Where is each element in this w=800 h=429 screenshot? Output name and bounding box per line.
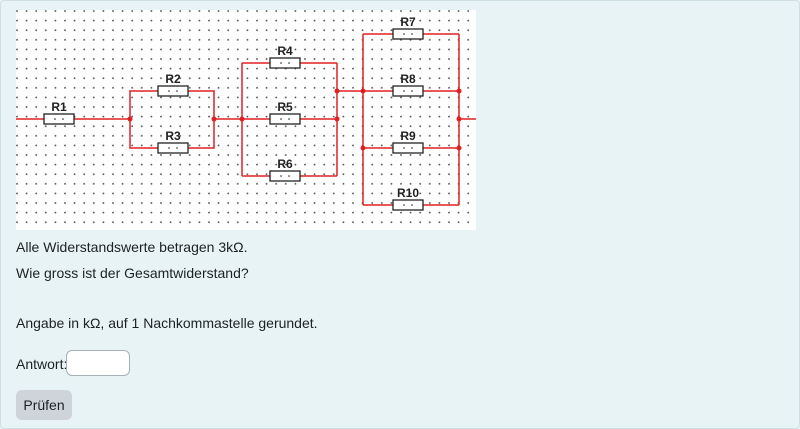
resistor-dot xyxy=(280,175,282,177)
resistor-dot xyxy=(411,204,413,206)
junction-node xyxy=(334,88,340,94)
resistor-r1: R1 xyxy=(43,100,75,125)
resistor-r8: R8 xyxy=(392,72,424,97)
junction-node xyxy=(456,116,462,122)
resistor-body xyxy=(392,28,424,40)
resistor-r10: R10 xyxy=(392,186,424,211)
resistor-dot xyxy=(176,90,178,92)
resistor-body xyxy=(269,57,301,69)
resistor-dot xyxy=(168,90,170,92)
resistor-dot xyxy=(288,175,290,177)
resistor-dot xyxy=(288,118,290,120)
resistor-label: R2 xyxy=(165,72,181,86)
junction-node xyxy=(360,145,366,151)
resistor-dot xyxy=(54,118,56,120)
answer-input[interactable] xyxy=(66,350,130,376)
resistor-body xyxy=(157,142,189,154)
junction-node xyxy=(211,116,217,122)
resistor-body xyxy=(269,170,301,182)
answer-format-hint: Angabe in kΩ, auf 1 Nachkommastelle geru… xyxy=(16,315,318,331)
resistor-dot xyxy=(403,204,405,206)
resistor-label: R6 xyxy=(277,157,293,171)
resistor-dot xyxy=(168,147,170,149)
resistor-dot xyxy=(288,62,290,64)
resistor-label: R1 xyxy=(51,100,67,114)
resistor-label: R10 xyxy=(397,186,419,200)
resistor-label: R4 xyxy=(277,44,293,58)
resistor-body xyxy=(269,113,301,125)
check-button[interactable]: Prüfen xyxy=(16,390,72,420)
resistor-dot xyxy=(411,90,413,92)
resistor-r5: R5 xyxy=(269,100,301,125)
resistor-dot xyxy=(411,147,413,149)
junction-node xyxy=(456,145,462,151)
junction-node xyxy=(360,88,366,94)
resistor-label: R8 xyxy=(400,72,416,86)
resistor-label: R3 xyxy=(165,129,181,143)
resistor-dot xyxy=(280,118,282,120)
junction-node xyxy=(456,88,462,94)
dot-grid xyxy=(16,10,476,230)
resistor-r6: R6 xyxy=(269,157,301,182)
resistor-dot xyxy=(280,62,282,64)
junction-node xyxy=(334,116,340,122)
question-text: Wie gross ist der Gesamtwiderstand? xyxy=(16,265,249,281)
resistor-dot xyxy=(403,90,405,92)
resistor-body xyxy=(392,85,424,97)
junction-node xyxy=(127,116,133,122)
junction-node xyxy=(239,116,245,122)
resistor-r9: R9 xyxy=(392,129,424,154)
resistor-dot xyxy=(403,147,405,149)
resistor-body xyxy=(43,113,75,125)
junction-nodes xyxy=(127,88,462,151)
resistor-r2: R2 xyxy=(157,72,189,97)
answer-label: Antwort: xyxy=(16,356,68,372)
resistor-label: R7 xyxy=(400,15,416,29)
resistor-r7: R7 xyxy=(392,15,424,40)
resistor-r4: R4 xyxy=(269,44,301,69)
resistor-dot xyxy=(62,118,64,120)
resistor-body xyxy=(157,85,189,97)
resistor-body xyxy=(392,199,424,211)
resistor-r3: R3 xyxy=(157,129,189,154)
resistor-dot xyxy=(403,33,405,35)
resistor-dot xyxy=(411,33,413,35)
resistance-statement: Alle Widerstandswerte betragen 3kΩ. xyxy=(16,239,248,255)
resistor-dot xyxy=(176,147,178,149)
resistor-label: R9 xyxy=(400,129,416,143)
resistor-label: R5 xyxy=(277,100,293,114)
resistor-body xyxy=(392,142,424,154)
